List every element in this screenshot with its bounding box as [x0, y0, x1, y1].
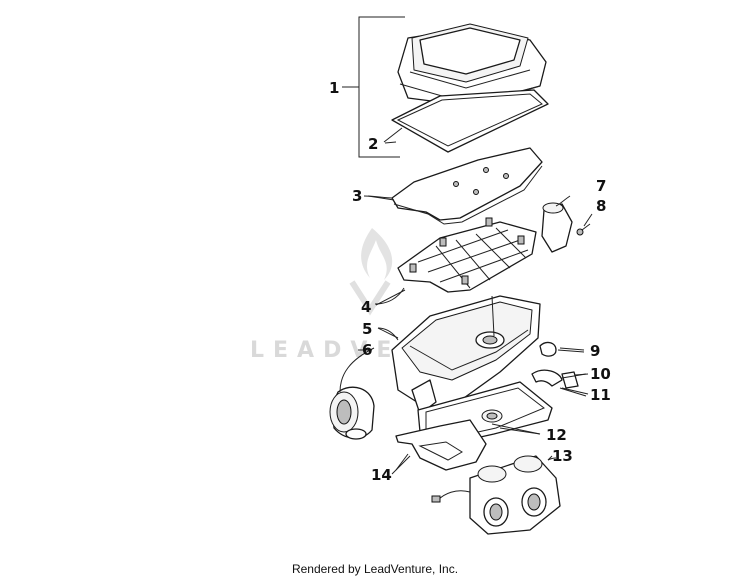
- leader-lines: [358, 141, 589, 475]
- part-screw: [576, 213, 593, 236]
- callout-2: 2: [368, 135, 378, 153]
- callout-12: 12: [546, 426, 567, 444]
- callout-7: 7: [596, 177, 606, 195]
- part-clamp: [539, 341, 585, 357]
- callout-13: 13: [552, 447, 573, 465]
- watermark-mark-icon: [349, 280, 391, 316]
- part-intake-duct: [329, 347, 437, 440]
- part-hose: [531, 369, 589, 387]
- part-cover-gasket: [383, 89, 549, 153]
- callout-3: 3: [352, 187, 362, 205]
- part-filter-pad: [363, 147, 543, 225]
- callout-4: 4: [361, 298, 371, 316]
- watermark-flame-icon: [361, 228, 393, 280]
- callout-11: 11: [590, 386, 611, 404]
- callout-8: 8: [596, 197, 606, 215]
- assembly-bracket: [342, 16, 405, 158]
- callouts: 1 2 3 4 5 6 7 8 9 10 11 12 13 14: [329, 79, 611, 484]
- callout-5: 5: [362, 320, 372, 338]
- part-air-box-cover: [397, 23, 547, 107]
- part-throttle-body: [431, 455, 561, 535]
- part-breather-tube: [541, 195, 573, 253]
- callout-1: 1: [329, 79, 339, 97]
- part-filter-cage: [374, 217, 537, 305]
- callout-6: 6: [362, 341, 372, 359]
- callout-9: 9: [590, 342, 600, 360]
- footer-credit: Rendered by LeadVenture, Inc.: [291, 562, 459, 576]
- part-spacer-gasket: [395, 419, 487, 471]
- callout-14: 14: [371, 466, 392, 484]
- callout-10: 10: [590, 365, 611, 383]
